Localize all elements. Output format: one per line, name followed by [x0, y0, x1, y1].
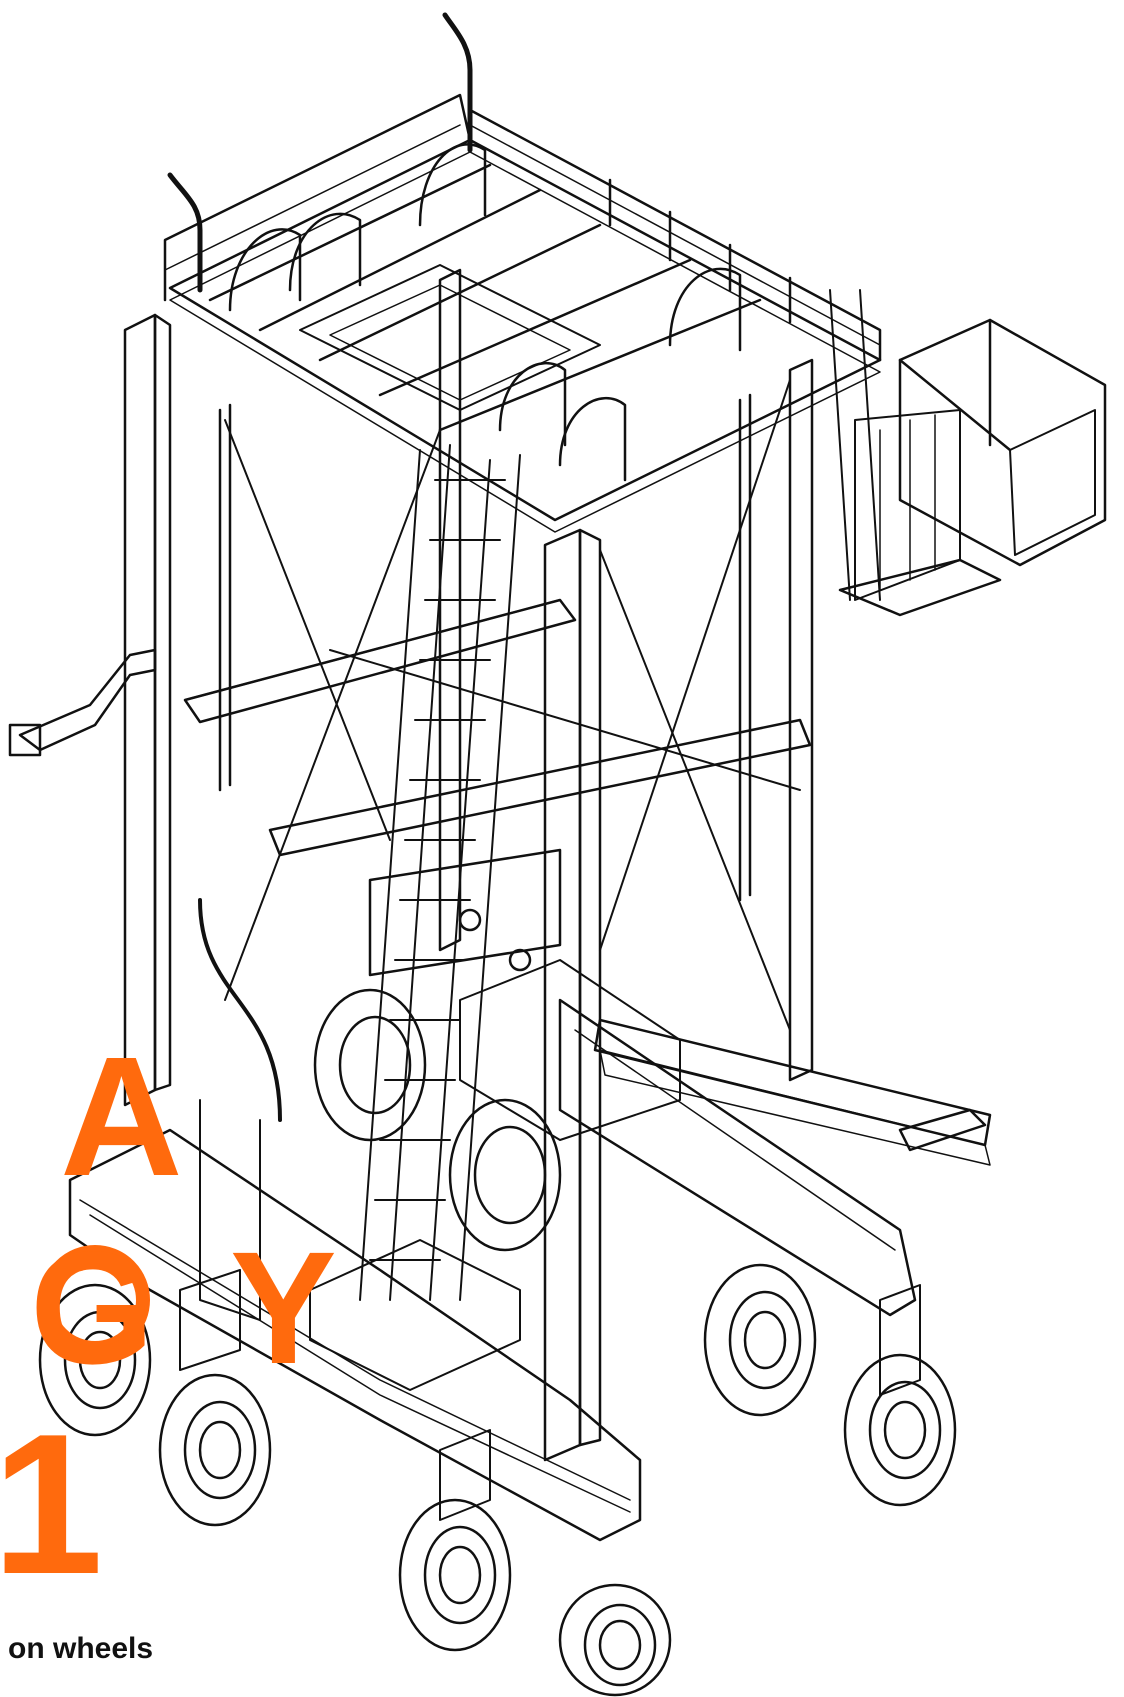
overlay-number: 1	[0, 1393, 104, 1616]
lower-chassis	[68, 898, 917, 1542]
frame-legs	[123, 268, 814, 1462]
overlay-letter-g: G	[30, 1218, 155, 1397]
wheels	[38, 988, 957, 1697]
wheel	[703, 1263, 817, 1417]
wheel	[313, 988, 427, 1142]
wheel	[558, 1583, 672, 1697]
wheel	[398, 1498, 512, 1652]
wheel	[158, 1373, 272, 1527]
wheel	[448, 1098, 562, 1252]
access-ladder	[359, 444, 521, 1301]
cross-bracing	[184, 379, 801, 1031]
overlay-letter-a: A	[60, 1022, 183, 1212]
operator-cab	[829, 289, 1107, 617]
wheel	[843, 1353, 957, 1507]
spreader-beams	[8, 598, 992, 1166]
wheel	[38, 1283, 152, 1437]
caption-text: on wheels	[8, 1632, 154, 1665]
overlay-letter-y: Y	[230, 1218, 337, 1397]
accent-ring	[40, 1245, 150, 1355]
top-platform	[163, 12, 882, 533]
